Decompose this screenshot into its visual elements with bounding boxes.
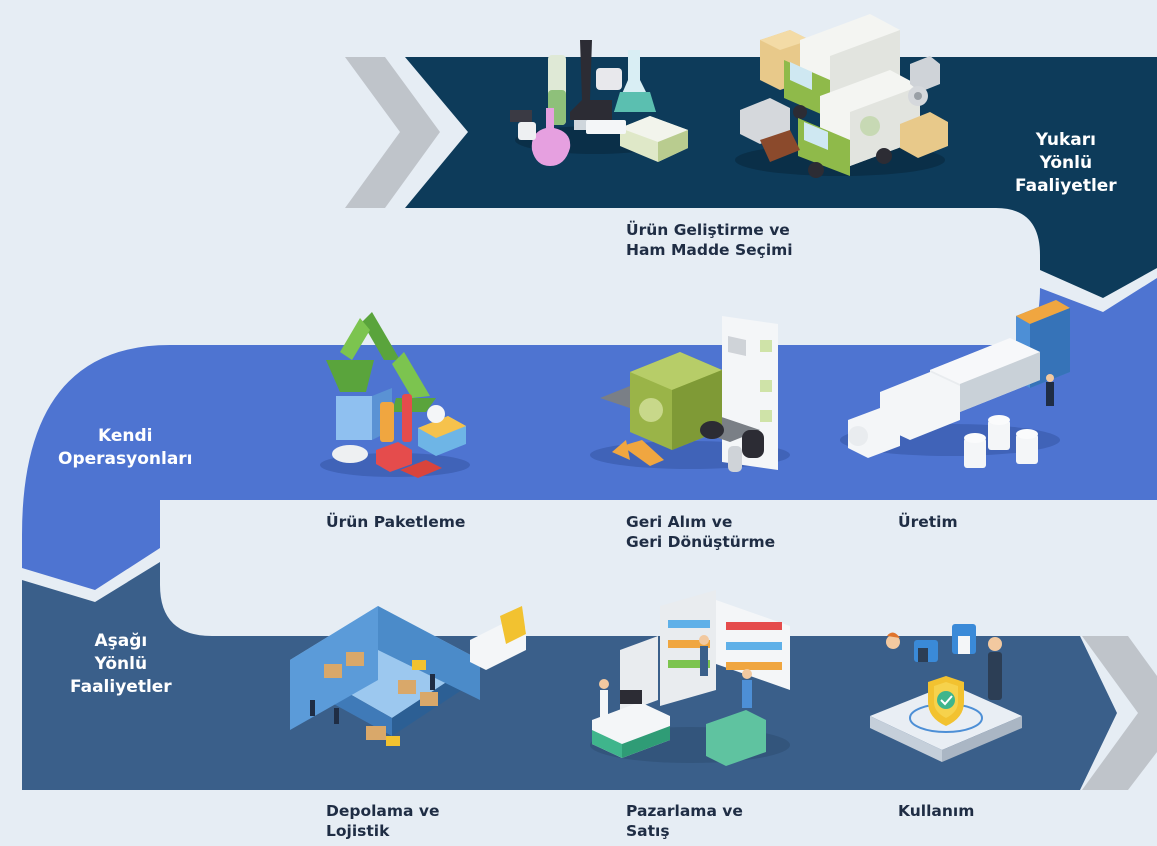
operations-label-line-1: Kendi	[97, 426, 153, 446]
warehousing-line-2: Lojistik	[326, 822, 390, 840]
marketing-line-1: Pazarlama ve	[626, 802, 743, 820]
operations-label-line-2: Operasyonları	[58, 449, 193, 469]
usage-label: Kullanım	[898, 801, 974, 821]
take-back-line-2: Geri Dönüştürme	[626, 533, 776, 551]
take-back-line-1: Geri Alım ve	[626, 513, 733, 531]
downstream-label-line-3: Faaliyetler	[70, 677, 172, 697]
upstream-label-line-1: Yukarı	[1035, 130, 1096, 150]
upstream-label-line-2: Yönlü	[1039, 153, 1093, 173]
usage-line-1: Kullanım	[898, 802, 975, 820]
take-back-label: Geri Alım ve Geri Dönüştürme	[626, 512, 775, 552]
recycling-packaging-icon	[320, 312, 470, 478]
downstream-activities-label: Aşağı Yönlü Faaliyetler	[70, 630, 172, 699]
own-operations-label: Kendi Operasyonları	[58, 425, 193, 471]
marketing-line-2: Satış	[626, 822, 670, 840]
production-label: Üretim	[898, 512, 958, 532]
downstream-label-line-2: Yönlü	[94, 654, 148, 674]
upstream-activities-label: Yukarı Yönlü Faaliyetler	[1015, 129, 1117, 198]
product-development-line-2: Ham Madde Seçimi	[626, 241, 793, 259]
product-development-label: Ürün Geliştirme ve Ham Madde Seçimi	[626, 220, 793, 260]
recycling-machine-icon	[590, 316, 790, 472]
operations-band	[22, 278, 1157, 590]
downstream-label-line-1: Aşağı	[94, 631, 148, 651]
downstream-band	[22, 562, 1117, 790]
paper-production-line-icon	[840, 300, 1070, 468]
product-development-line-1: Ürün Geliştirme ve	[626, 221, 790, 239]
packaging-label: Ürün Paketleme	[326, 512, 465, 532]
retail-store-icon	[590, 590, 790, 766]
production-line-1: Üretim	[898, 513, 958, 531]
warehousing-label: Depolama ve Lojistik	[326, 801, 440, 841]
start-chevron-icon	[345, 57, 440, 208]
secure-usage-icon	[870, 624, 1022, 762]
packaging-line-1: Ürün Paketleme	[326, 513, 466, 531]
delivery-trucks-icon	[735, 14, 948, 178]
marketing-label: Pazarlama ve Satış	[626, 801, 743, 841]
lab-equipment-icon	[510, 40, 688, 166]
upstream-label-line-3: Faaliyetler	[1015, 176, 1117, 196]
warehouse-icon	[290, 606, 526, 746]
end-chevron-icon	[1082, 636, 1157, 790]
warehousing-line-1: Depolama ve	[326, 802, 440, 820]
